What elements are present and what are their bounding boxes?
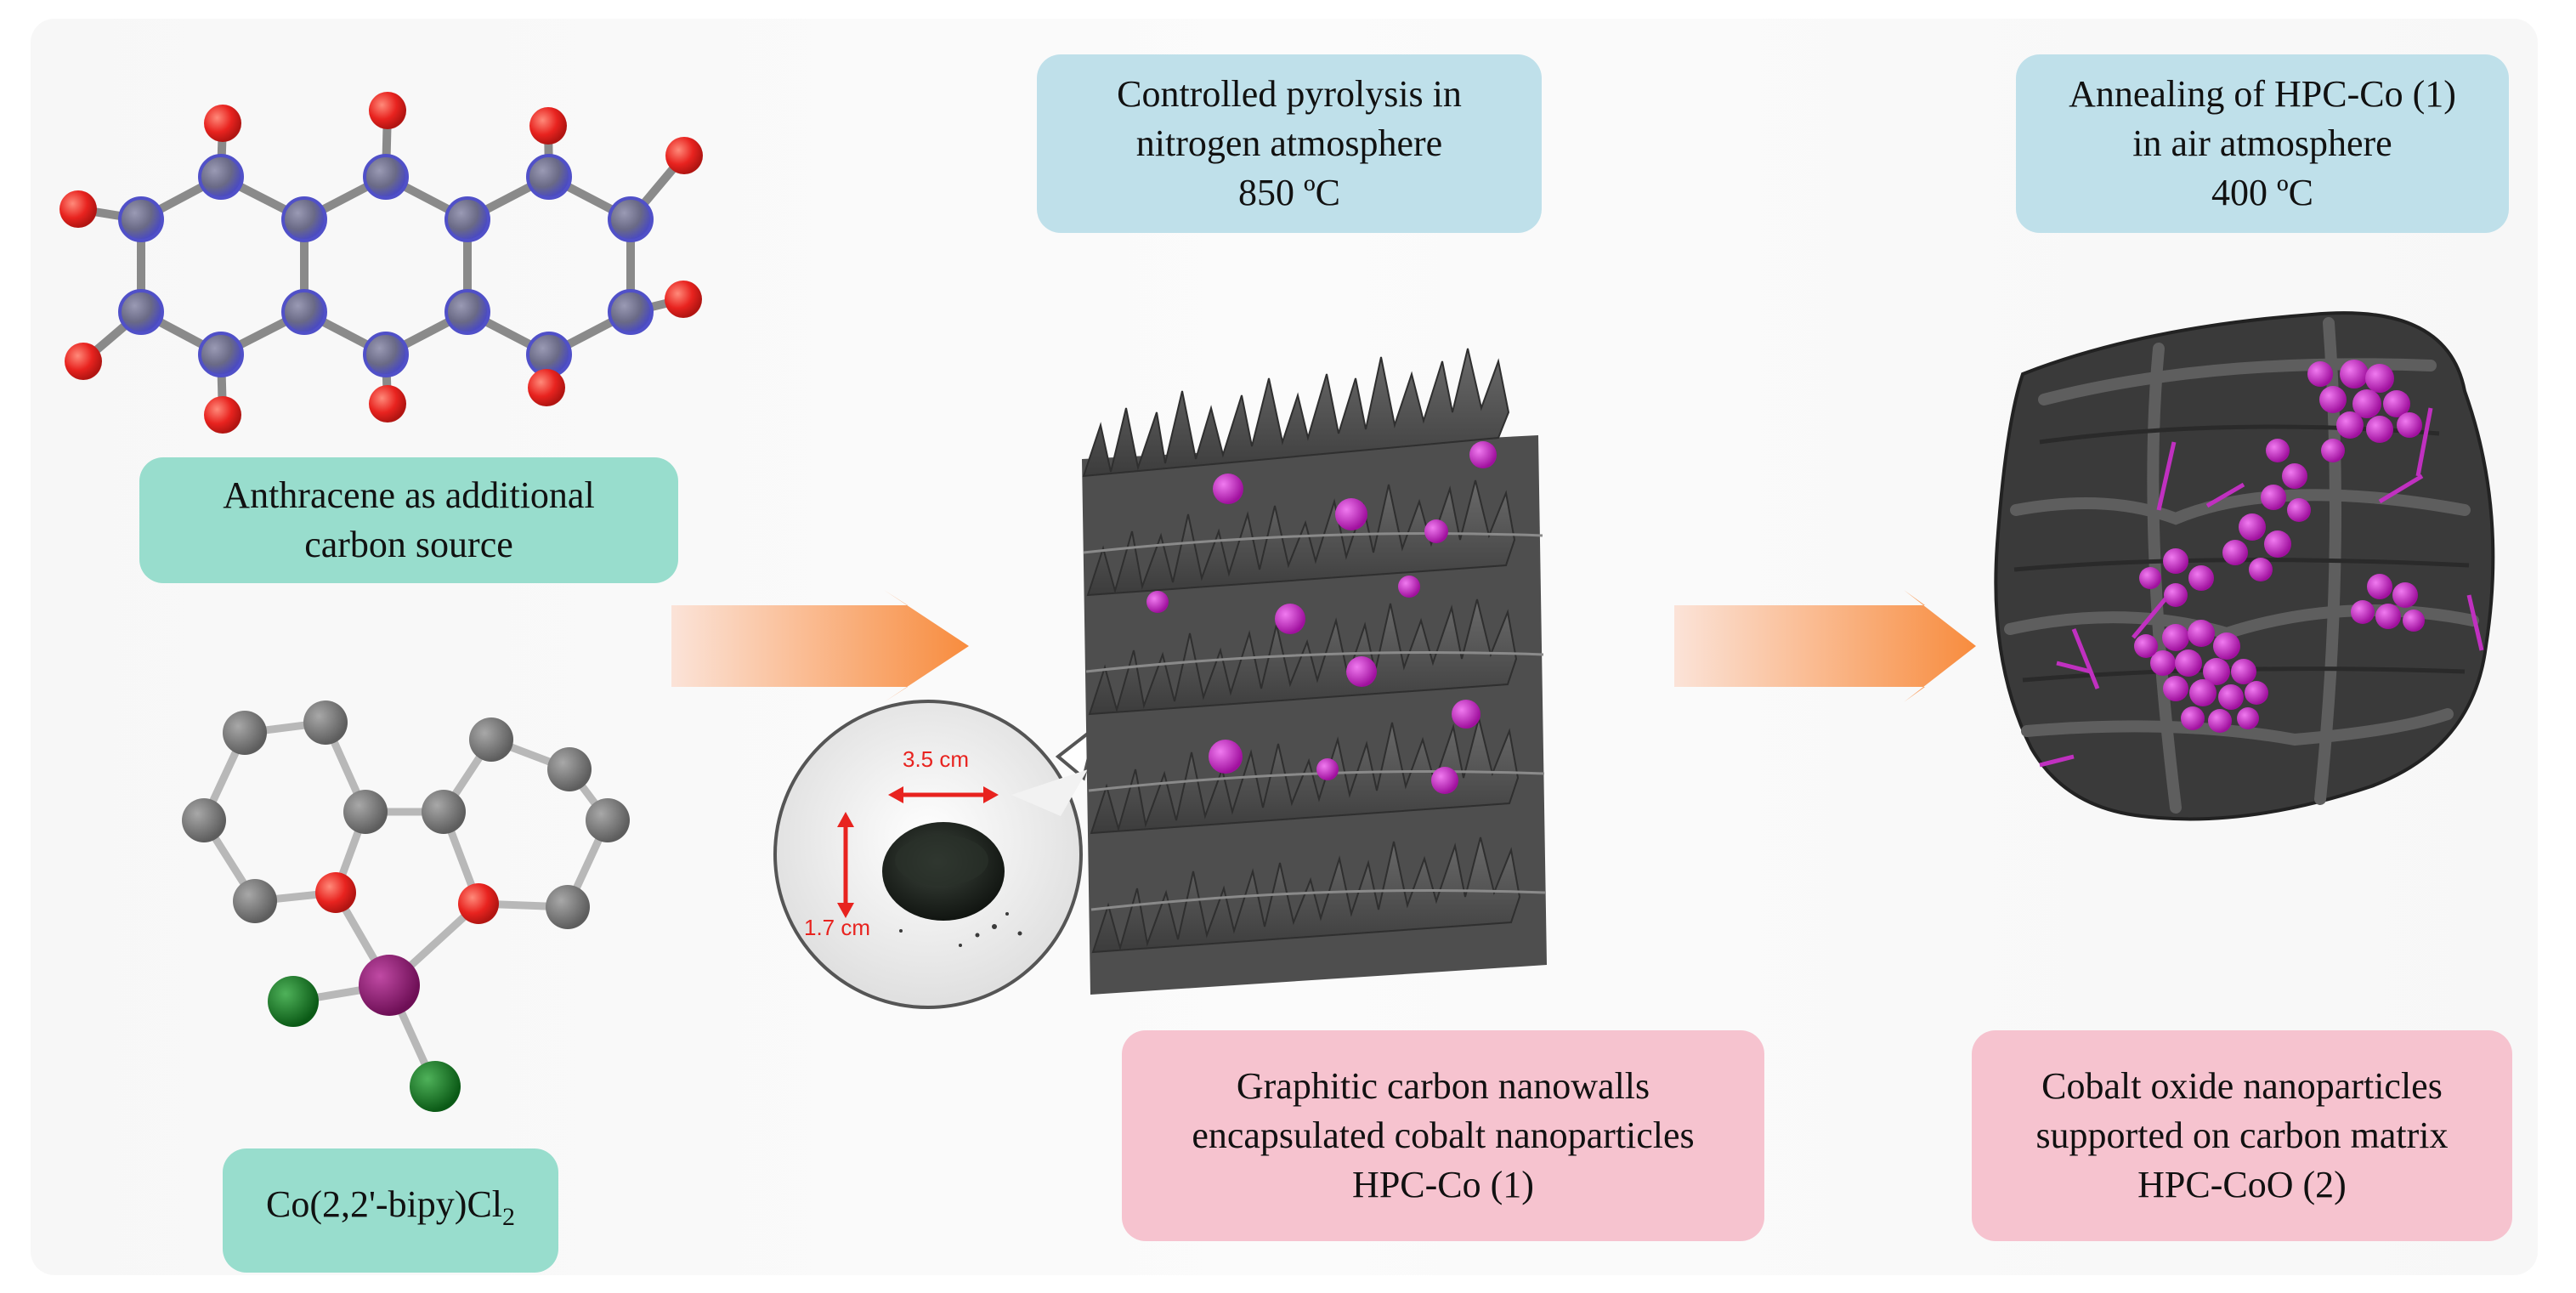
hpc-co-label-box: Graphitic carbon nanowalls encapsulated … — [1122, 1030, 1764, 1241]
arrow-right-2 — [1674, 590, 1976, 702]
annealing-line-2: in air atmosphere — [2132, 122, 2392, 164]
cobalt-complex-molecule — [182, 700, 630, 1112]
carbon-matrix — [1994, 311, 2495, 821]
pyrolysis-line-1: Controlled pyrolysis in — [1117, 73, 1462, 115]
anthracene-line-2: carbon source — [304, 524, 513, 565]
carbon-nanowalls — [1082, 348, 1547, 995]
pyrolysis-step-box: Controlled pyrolysis in nitrogen atmosph… — [1037, 54, 1542, 233]
complex-label-box: Co(2,2'-bipy)Cl2 — [223, 1148, 558, 1273]
hpc-co-line-3: HPC-Co (1) — [1352, 1164, 1534, 1205]
annealing-temperature: 400 ºC — [2211, 172, 2313, 213]
anthracene-line-1: Anthracene as additional — [223, 474, 595, 516]
width-dimension-label: 3.5 cm — [903, 746, 970, 772]
annealing-step-box: Annealing of HPC-Co (1) in air atmospher… — [2016, 54, 2509, 233]
hpc-coo-line-2: supported on carbon matrix — [2035, 1114, 2449, 1156]
height-dimension-label: 1.7 cm — [804, 915, 871, 940]
complex-formula-main: Co(2,2'-bipy)Cl — [265, 1182, 503, 1225]
pyrolysis-line-2: nitrogen atmosphere — [1135, 122, 1443, 164]
anthracene-label-box: Anthracene as additional carbon source — [139, 457, 678, 583]
hpc-co-line-1: Graphitic carbon nanowalls — [1236, 1065, 1650, 1107]
complex-formula-subscript: 2 — [502, 1202, 516, 1231]
hpc-coo-line-1: Cobalt oxide nanoparticles — [2041, 1065, 2443, 1107]
hpc-co-line-2: encapsulated cobalt nanoparticles — [1192, 1114, 1695, 1156]
arrow-right-1 — [671, 590, 969, 702]
complex-formula: Co(2,2'-bipy)Cl2 — [266, 1180, 515, 1242]
hpc-coo-label-box: Cobalt oxide nanoparticles supported on … — [1972, 1030, 2512, 1241]
pyrolysis-temperature: 850 ºC — [1238, 172, 1340, 213]
anthracene-molecule — [59, 92, 703, 434]
annealing-line-1: Annealing of HPC-Co (1) — [2069, 73, 2456, 115]
hpc-coo-line-3: HPC-CoO (2) — [2137, 1164, 2347, 1205]
